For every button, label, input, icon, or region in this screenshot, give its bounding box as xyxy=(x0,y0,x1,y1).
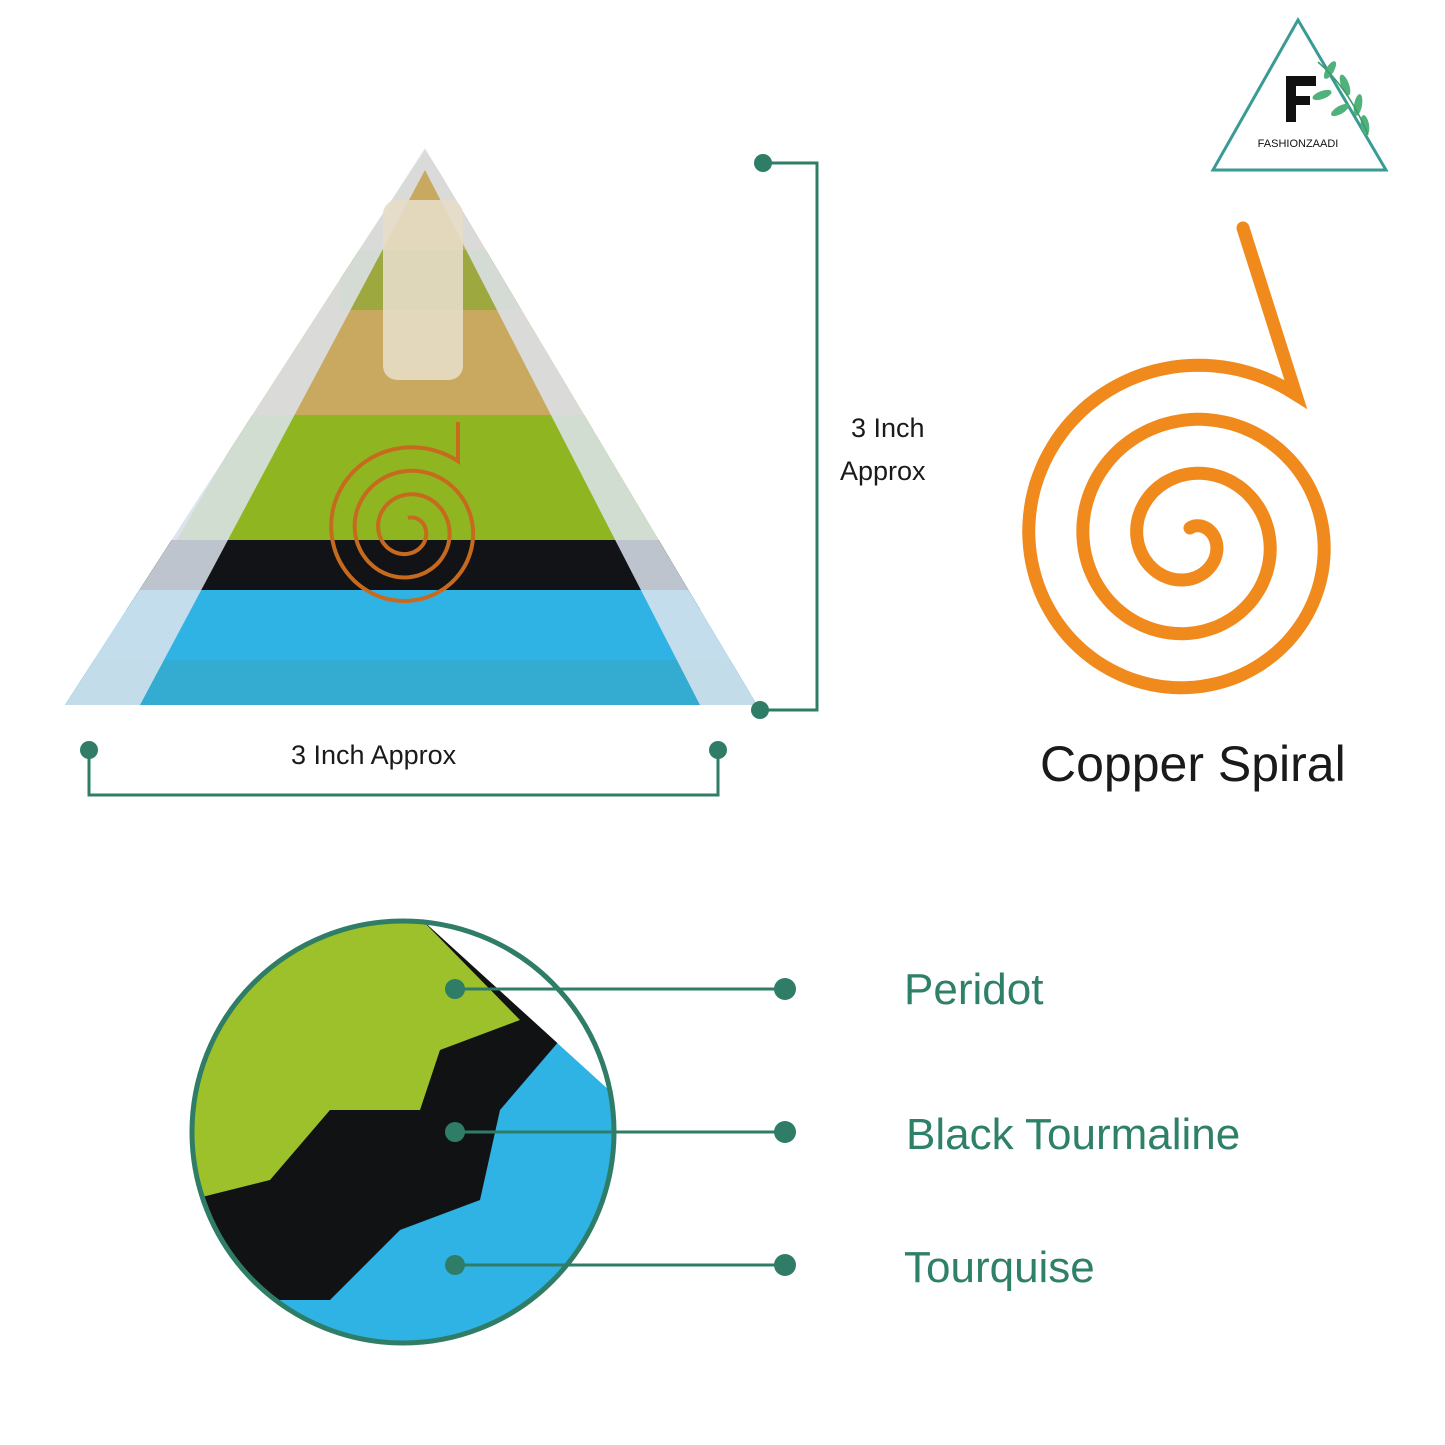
layer-label-peridot: Peridot xyxy=(904,965,1044,1014)
layer-label-tourquise: Tourquise xyxy=(904,1243,1095,1292)
brand-logo xyxy=(1210,16,1389,172)
width-dimension xyxy=(87,750,720,797)
layer-label-black-tourmaline: Black Tourmaline xyxy=(906,1110,1241,1159)
orgonite-pyramid xyxy=(65,148,757,705)
quartz-crystal xyxy=(383,200,463,380)
copper-spiral xyxy=(1022,221,1331,695)
callout-lines xyxy=(455,987,785,1267)
spiral-caption: Copper Spiral xyxy=(1040,736,1346,792)
height-label-line1: 3 Inch xyxy=(851,413,925,443)
brand-name: FASHIONZAADI xyxy=(1258,138,1339,150)
pyramid-copper-spiral xyxy=(329,422,476,604)
width-label: 3 Inch Approx xyxy=(291,740,457,770)
layer-closeup xyxy=(192,921,614,1343)
height-label-line2: Approx xyxy=(840,456,926,486)
height-dimension xyxy=(760,161,819,712)
